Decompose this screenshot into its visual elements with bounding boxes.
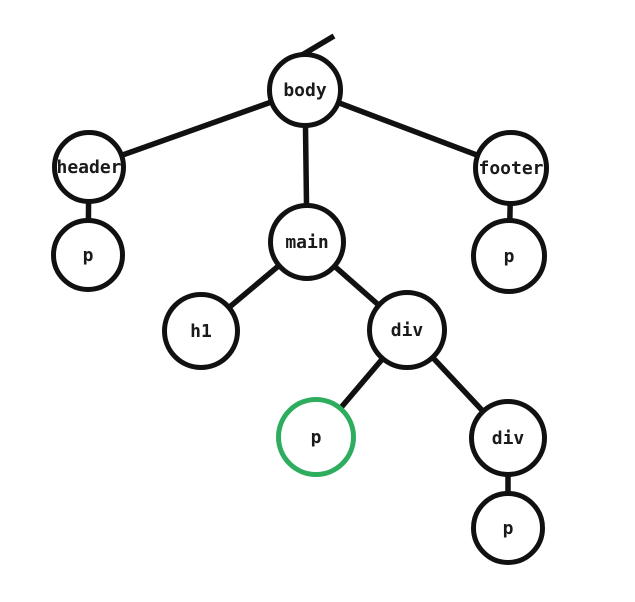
node-footer-p: p — [471, 218, 547, 294]
node-header-p-label: p — [82, 244, 94, 266]
node-div-2-label: div — [491, 427, 525, 449]
node-body-label: body — [283, 79, 327, 101]
node-div-2: div — [469, 399, 547, 477]
node-div-2-p-label: p — [502, 517, 514, 539]
node-footer: footer — [473, 130, 549, 206]
node-h1-label: h1 — [190, 320, 212, 342]
node-main-label: main — [285, 231, 329, 253]
node-div-1-label: div — [390, 319, 424, 341]
node-body: body — [267, 52, 343, 128]
node-footer-label: footer — [478, 157, 544, 179]
node-header-label: header — [56, 156, 122, 178]
node-p-highlighted-label: p — [310, 426, 322, 448]
node-p-highlighted: p — [276, 397, 356, 477]
node-div-2-p: p — [471, 491, 545, 565]
node-header-p: p — [51, 218, 125, 292]
node-h1: h1 — [162, 292, 240, 370]
node-footer-p-label: p — [503, 245, 515, 267]
node-main: main — [268, 203, 346, 281]
node-div-1: div — [367, 290, 447, 370]
node-header: header — [52, 130, 126, 204]
